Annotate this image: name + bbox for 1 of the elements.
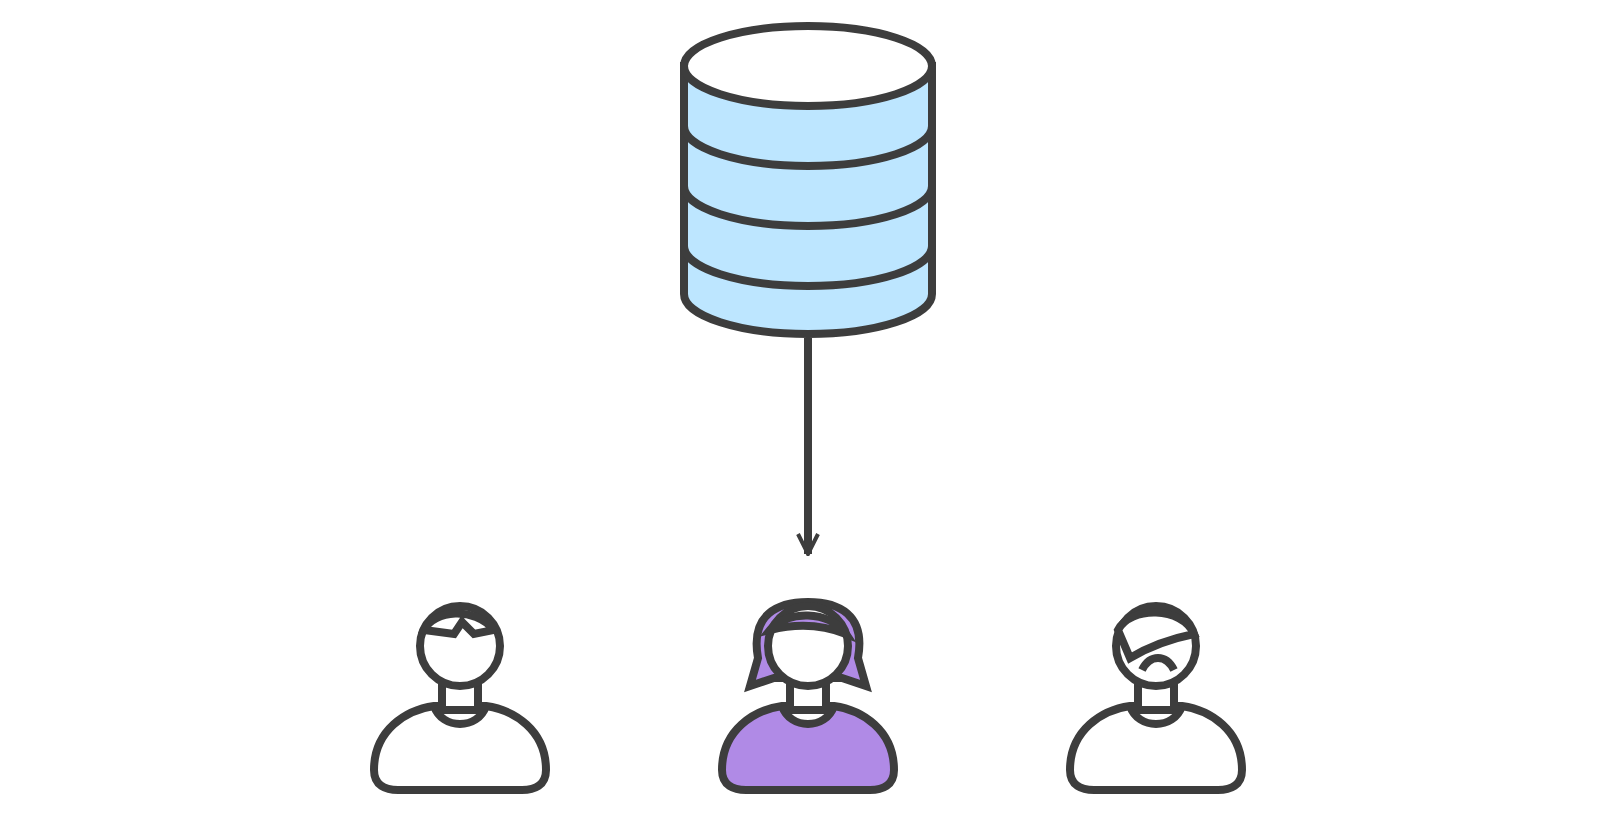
arrow bbox=[796, 338, 820, 556]
